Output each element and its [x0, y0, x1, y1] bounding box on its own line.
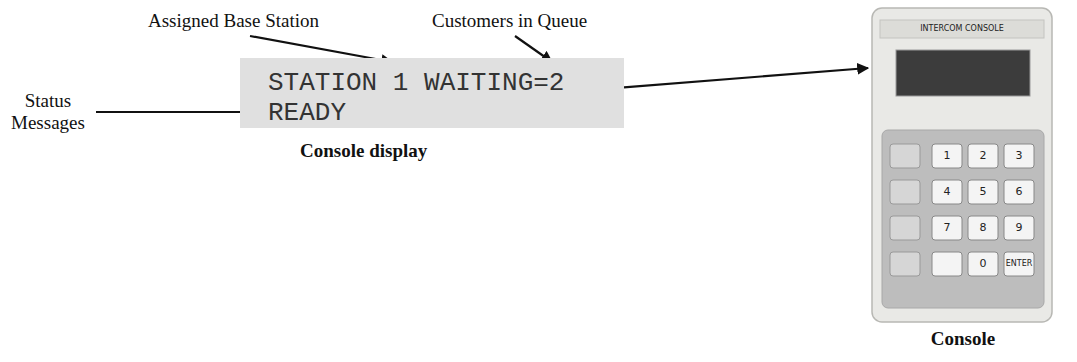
figure-caption: Console	[870, 328, 1056, 350]
callout-label: Status Messages	[4, 90, 92, 134]
console-device: Console INTERCOM CONSOLE 123 456 7890ENTER	[870, 6, 1056, 358]
callout-label: Customers in Queue	[432, 10, 587, 32]
status-message: READY	[268, 98, 346, 128]
key-label: 2	[968, 144, 998, 168]
key-label: 8	[968, 216, 998, 240]
connector-arrow	[624, 68, 868, 87]
key-label: 5	[968, 180, 998, 204]
callout-label: Assigned Base Station	[148, 10, 319, 32]
display-line: STATION 1 WAITING=2	[268, 68, 564, 98]
key-label: 3	[1004, 144, 1034, 168]
key-label: ENTER	[1004, 252, 1034, 276]
key-label: 9	[1004, 216, 1034, 240]
key-label: 1	[932, 144, 962, 168]
key-label: 6	[1004, 180, 1034, 204]
key-label: 7	[932, 216, 962, 240]
key-label: 4	[932, 180, 962, 204]
key-label: 0	[968, 252, 998, 276]
figure-caption: Console display	[300, 140, 427, 162]
device-brand: INTERCOM CONSOLE	[880, 20, 1044, 38]
console-illustration	[870, 6, 1056, 326]
console-display: STATION 1 WAITING=2READY	[240, 58, 624, 128]
leader-arrow	[96, 111, 263, 113]
